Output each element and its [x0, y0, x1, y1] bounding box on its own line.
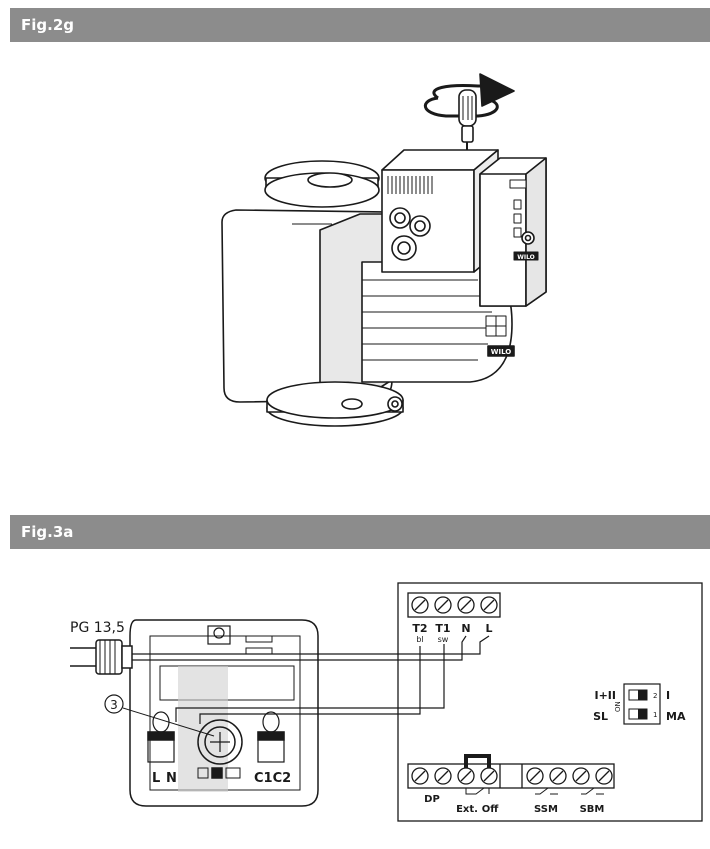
top-terminal-block — [407, 592, 501, 618]
dip-on-label: ON — [614, 701, 622, 712]
callout-3: 3 — [104, 694, 215, 737]
module-brand-logo: WILO — [517, 254, 535, 261]
dip-right-top: I — [666, 689, 670, 702]
module-box — [397, 582, 703, 822]
ext-off-jumper — [464, 754, 491, 768]
terminal-ext: Ext. — [456, 804, 478, 815]
motor-terminal-l: L — [152, 771, 160, 786]
wires — [132, 635, 490, 724]
dip-pos-2: 2 — [653, 692, 657, 700]
dip-left-bottom: SL — [593, 710, 608, 723]
fig-2g-header: Fig.2g — [10, 8, 710, 42]
fig-3a-header: Fig.3a — [10, 515, 710, 549]
pump-body: WILO — [221, 160, 515, 427]
pump-illustration: WILO — [221, 73, 547, 427]
pump-brand-logo: WILO — [491, 348, 512, 356]
motor-terminal-c1c2: C1C2 — [254, 771, 291, 786]
dip-right-bottom: MA — [666, 710, 686, 723]
terminal-dp: DP — [424, 794, 440, 805]
cable-gland-label: PG 13,5 — [70, 620, 125, 636]
terminal-t2: T2 — [412, 622, 427, 635]
contact-symbols — [465, 787, 604, 795]
terminal-n: N — [461, 622, 470, 635]
dip-left-top: I+II — [595, 689, 617, 702]
dip-switch: 2 1 ON — [614, 683, 661, 725]
terminal-ssm: SSM — [534, 804, 558, 815]
control-module: WILO — [381, 149, 547, 307]
terminal-off: Off — [482, 804, 500, 815]
terminal-l: L — [485, 622, 492, 635]
motor-terminal-box — [129, 619, 319, 807]
wiring-diagram: PG 13,5 3 L N C1C2 T2 bl T1 sw N L 2 1 — [70, 582, 703, 822]
terminal-t1-color: sw — [438, 635, 449, 644]
terminal-sbm: SBM — [580, 804, 605, 815]
fig-2g-label: Fig.2g — [21, 16, 74, 34]
cable-gland-icon — [70, 639, 133, 675]
terminal-t2-color: bl — [416, 635, 423, 644]
bottom-terminal-block — [407, 763, 615, 789]
dip-pos-1: 1 — [653, 711, 657, 719]
svg-text:3: 3 — [110, 698, 118, 712]
terminal-t1: T1 — [435, 622, 450, 635]
fig-3a-label: Fig.3a — [21, 523, 74, 541]
motor-terminal-n: N — [166, 771, 177, 786]
